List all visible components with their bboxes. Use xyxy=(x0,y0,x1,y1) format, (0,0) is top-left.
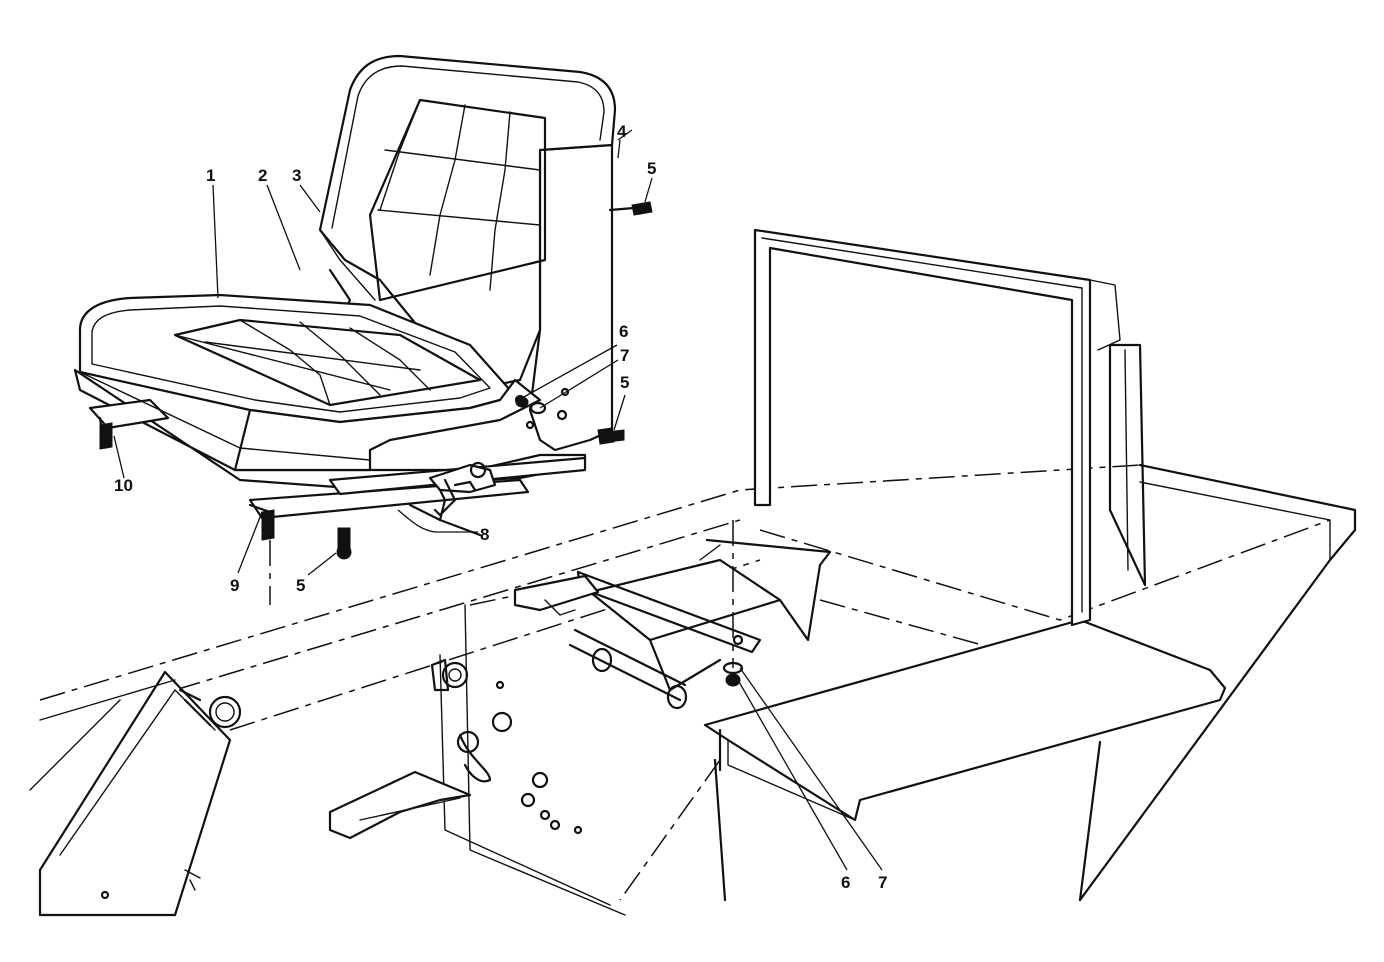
callout-1: 1 xyxy=(206,166,215,185)
callout-10: 10 xyxy=(114,476,133,495)
callout-4: 4 xyxy=(617,122,627,141)
seat-assembly xyxy=(73,54,653,605)
callout-6-seatback: 6 xyxy=(619,322,628,341)
callout-7-frame: 7 xyxy=(878,873,887,892)
callout-5-seatback-top: 5 xyxy=(647,159,656,178)
callout-6-frame: 6 xyxy=(841,873,850,892)
callout-2: 2 xyxy=(258,166,267,185)
callout-3: 3 xyxy=(292,166,301,185)
tractor-frame xyxy=(29,228,1357,917)
callout-8: 8 xyxy=(480,525,489,544)
callout-leaders xyxy=(113,129,883,871)
callout-5-seatback-bottom: 5 xyxy=(620,373,629,392)
callout-7-seatback: 7 xyxy=(620,346,629,365)
callout-5-rail: 5 xyxy=(296,576,305,595)
callout-9: 9 xyxy=(230,576,239,595)
callout-labels: 1 2 3 4 5 6 7 5 8 9 5 10 6 7 xyxy=(114,122,887,892)
